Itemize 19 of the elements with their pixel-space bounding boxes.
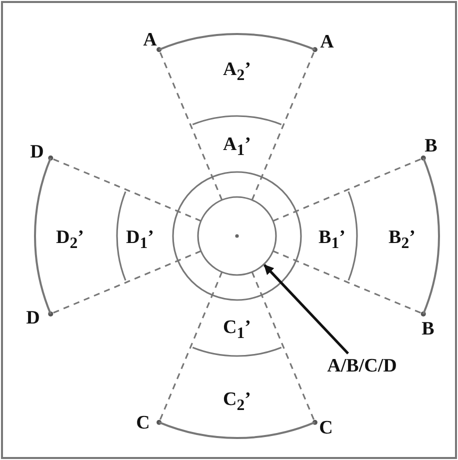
arrow <box>264 264 350 354</box>
point-label: D <box>26 308 40 328</box>
region-label: D$_{2}$’ <box>56 228 84 252</box>
point-label: A <box>143 30 157 50</box>
point-label: C <box>319 418 333 438</box>
region-label: B$_{1}$’ <box>318 228 346 252</box>
point-label: D <box>30 142 44 162</box>
region-label: A$_{1}$’ <box>223 135 251 159</box>
point-label: C <box>136 414 150 432</box>
point-label: B <box>424 136 438 156</box>
point-label: B <box>422 320 434 338</box>
region-label: A$_{2}$’ <box>223 60 251 84</box>
callout-label: A/B/C/D <box>327 356 397 376</box>
point-label: A <box>320 32 334 52</box>
region-label: C$_{2}$’ <box>223 390 251 414</box>
region-label: D$_{1}$’ <box>126 228 154 252</box>
region-label: C$_{1}$’ <box>223 318 251 342</box>
region-label: B$_{2}$’ <box>388 228 416 252</box>
inner-circle <box>197 196 277 276</box>
